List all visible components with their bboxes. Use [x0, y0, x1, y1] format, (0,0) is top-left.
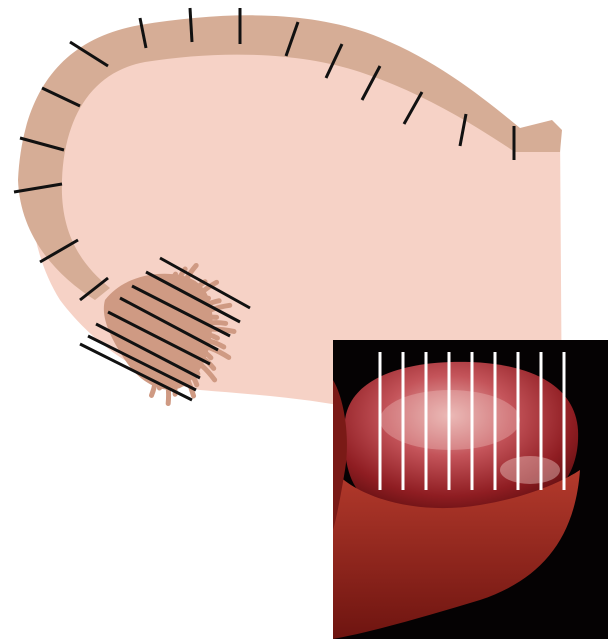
- wall-section-line: [190, 8, 192, 42]
- photo-highlight: [500, 456, 560, 484]
- specimen-photograph: [333, 340, 608, 639]
